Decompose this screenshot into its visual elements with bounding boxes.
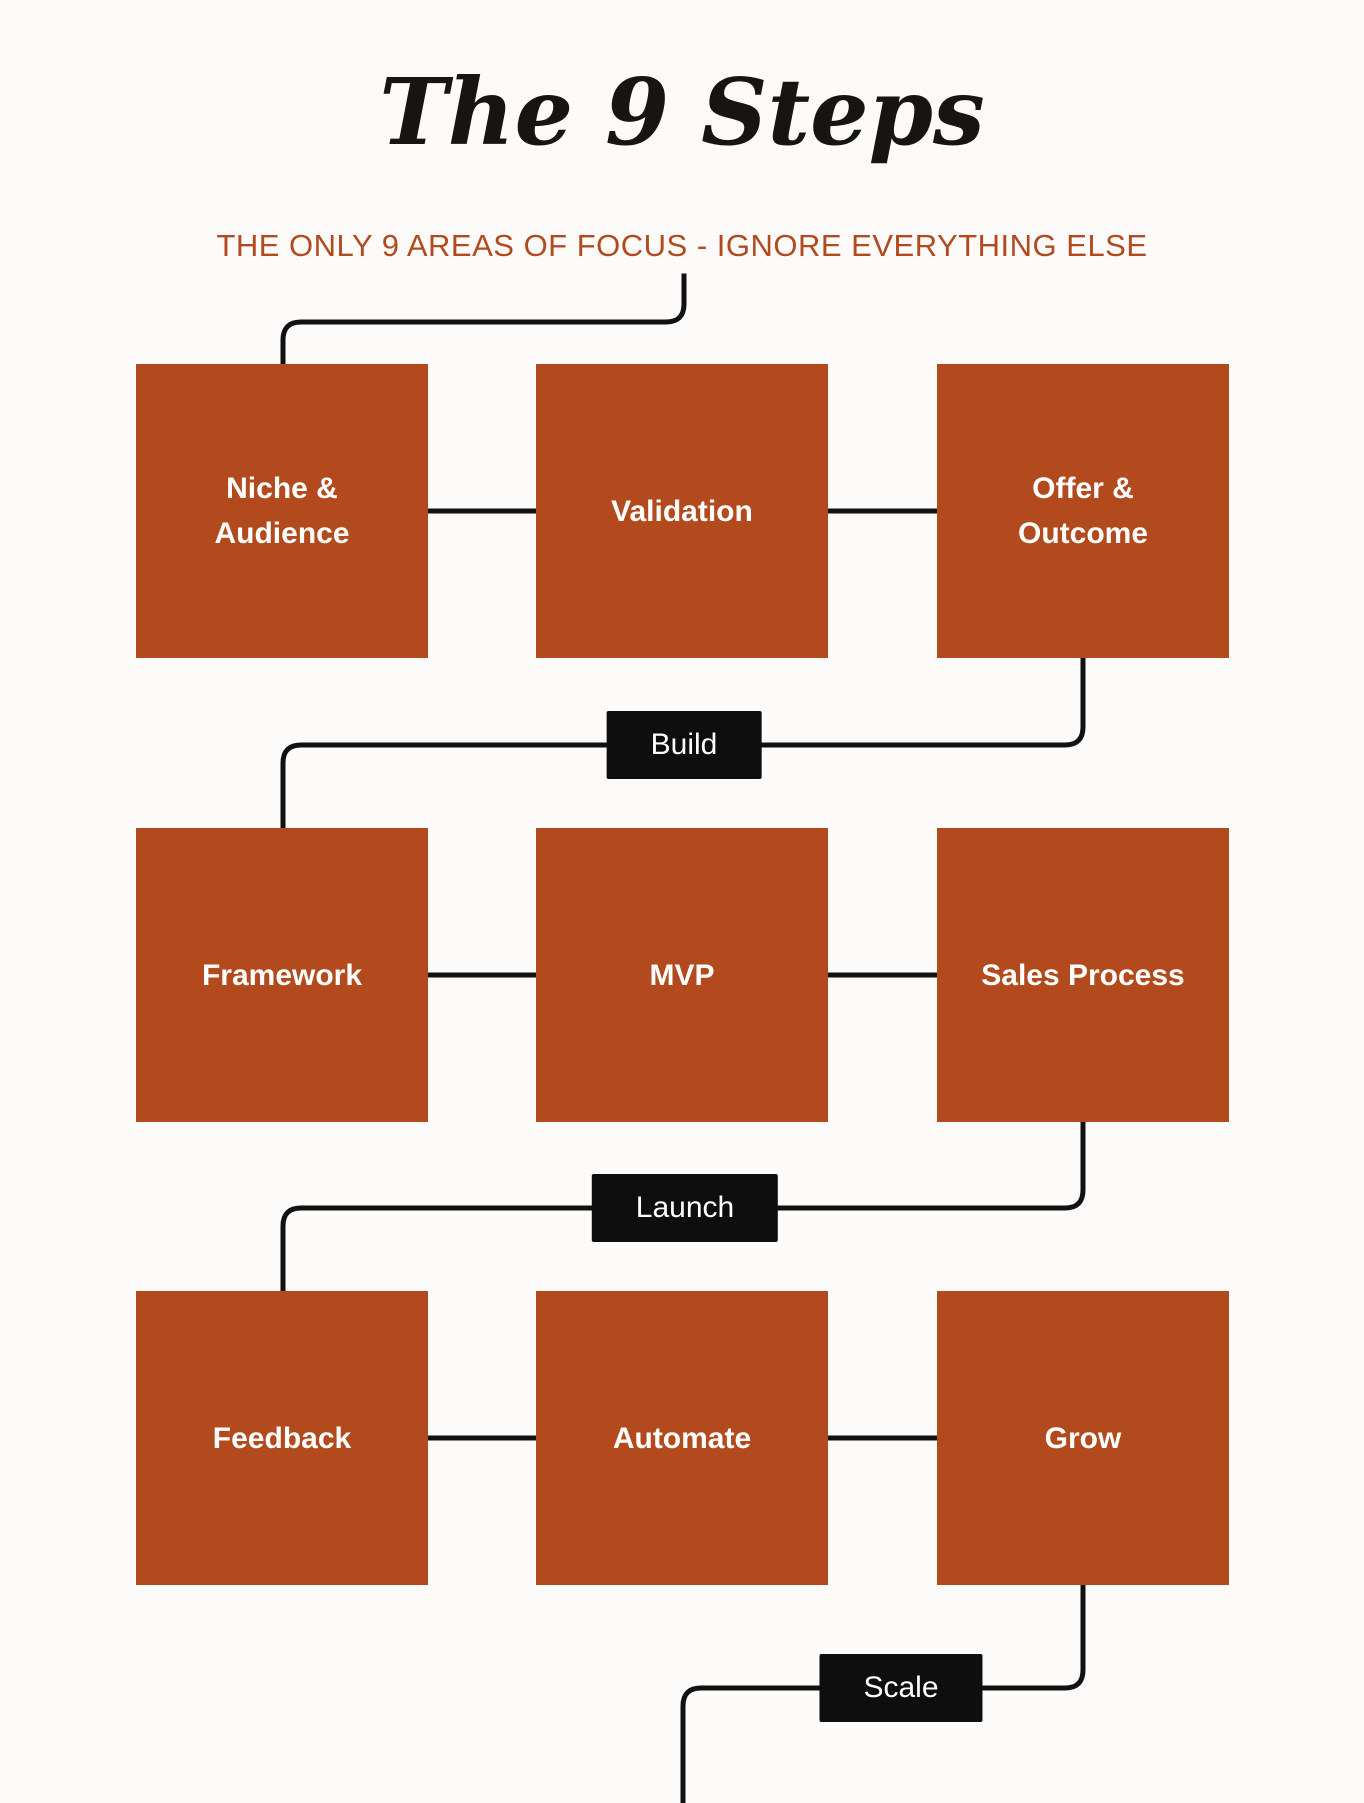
- connector-intro: [280, 273, 687, 371]
- step-label: Offer & Outcome: [1017, 472, 1149, 550]
- step-box-validation: Validation: [536, 364, 828, 658]
- page-title: The 9 Steps: [379, 58, 985, 166]
- step-box-offer-outcome: Offer & Outcome: [937, 364, 1229, 658]
- step-box-niche-audience: Niche & Audience: [136, 364, 428, 658]
- step-label: Feedback: [212, 1421, 352, 1455]
- step-box-mvp: MVP: [536, 828, 828, 1122]
- phase-pill-scale: Scale: [819, 1654, 983, 1722]
- step-label: Framework: [201, 958, 363, 992]
- step-label: Grow: [1044, 1421, 1122, 1455]
- step-box-automate: Automate: [536, 1291, 828, 1585]
- phase-pill-build: Build: [606, 711, 762, 779]
- step-label: Validation: [611, 494, 753, 528]
- step-label: MVP: [649, 958, 715, 992]
- step-box-grow: Grow: [937, 1291, 1229, 1585]
- step-box-sales-process: Sales Process: [937, 828, 1229, 1122]
- phase-pill-launch: Launch: [591, 1174, 779, 1242]
- step-label: Automate: [612, 1421, 752, 1455]
- step-label: Niche & Audience: [214, 472, 350, 550]
- page-subtitle: THE ONLY 9 AREAS OF FOCUS - IGNORE EVERY…: [216, 228, 1148, 263]
- step-box-feedback: Feedback: [136, 1291, 428, 1585]
- step-label: Sales Process: [981, 958, 1185, 992]
- step-box-framework: Framework: [136, 828, 428, 1122]
